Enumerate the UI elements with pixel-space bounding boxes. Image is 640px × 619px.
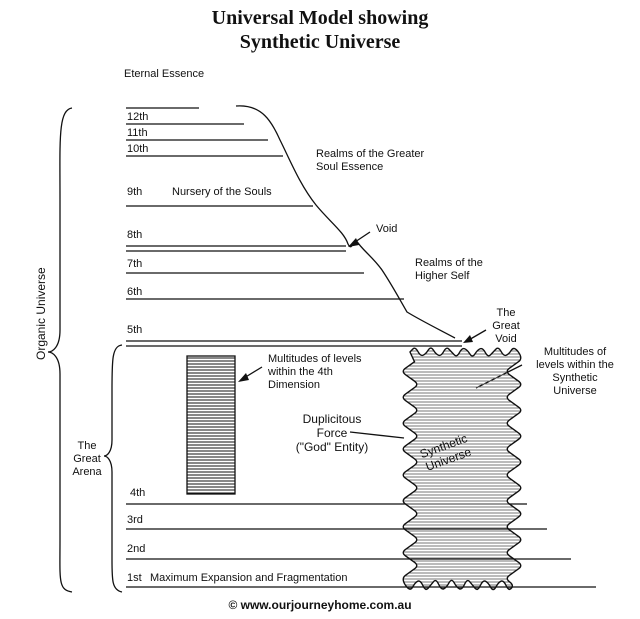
great-arena-brace (103, 344, 123, 593)
level-11th-label: 11th (127, 127, 148, 139)
organic-universe-label: Organic Universe (34, 267, 48, 360)
great-void-line-1: The (496, 307, 516, 319)
multitudes-synthetic-arrow-line (475, 364, 523, 389)
title-line-1: Universal Model showing (211, 7, 429, 29)
realms-higher-line-2: Higher Self (415, 270, 470, 282)
great-void-arrow-head (463, 335, 473, 343)
duplicitous-line-3: ("God" Entity) (295, 440, 369, 454)
synthetic-universe-hatch (403, 348, 521, 589)
multitudes-synthetic-line-4: Universe (553, 385, 597, 397)
great-arena-line-1: The (77, 440, 97, 452)
duplicitous-line-1: Duplicitous (302, 412, 362, 426)
synthetic-universe-outline (402, 347, 522, 591)
level-6th-label: 6th (127, 286, 143, 298)
level-10th-label: 10th (127, 143, 149, 155)
multitudes-4th-line-2: within the 4th (268, 366, 333, 378)
realms-greater-label: Realms of the Greater Soul Essence (316, 148, 424, 174)
duplicitous-arrow-line (349, 431, 405, 439)
great-void-label: The Great Void (486, 307, 526, 346)
level-4th-label: 4th (130, 487, 146, 499)
max-expansion-label: Maximum Expansion and Fragmentation (150, 572, 348, 584)
great-void-line-3: Void (495, 333, 517, 345)
multitudes-synthetic-line-2: levels within the (536, 359, 614, 371)
great-arena-line-3: Arena (72, 466, 102, 478)
multitudes-synthetic-label: Multitudes of levels within the Syntheti… (530, 346, 620, 398)
multitudes-4th-line-1: Multitudes of levels (268, 353, 362, 365)
level-9th-label: 9th (127, 186, 143, 198)
level-12th-label: 12th (127, 111, 149, 123)
level-2nd-label: 2nd (127, 543, 146, 555)
duplicitous-line-2: Force (316, 426, 348, 440)
void-arrow-head (348, 238, 359, 247)
level-7th-label: 7th (127, 258, 143, 270)
void-label: Void (376, 223, 398, 235)
multitudes-synthetic-line-3: Synthetic (552, 372, 598, 384)
fourth-dimension-hatch (187, 357, 235, 494)
multitudes-4th-line-3: Dimension (268, 379, 320, 391)
great-void-line-2: Great (492, 320, 520, 332)
realms-greater-line-2: Soul Essence (316, 161, 384, 173)
realms-curve (235, 105, 456, 339)
level-5th-label: 5th (127, 324, 143, 336)
organic-universe-brace (47, 107, 73, 593)
multitudes-4th-label: Multitudes of levels within the 4th Dime… (268, 353, 362, 392)
realms-higher-line-1: Realms of the (415, 257, 483, 269)
duplicitous-force-label: Duplicitous Force ("God" Entity) (282, 412, 382, 454)
realms-higher-label: Realms of the Higher Self (415, 257, 483, 283)
great-arena-line-2: Great (73, 453, 101, 465)
level-3rd-label: 3rd (127, 514, 143, 526)
copyright-label: © www.ourjourneyhome.com.au (228, 598, 412, 612)
multitudes-synthetic-line-1: Multitudes of (543, 346, 607, 358)
multitudes-4th-arrow-head (238, 373, 249, 382)
nursery-label: Nursery of the Souls (172, 186, 272, 198)
fourth-dimension-block-outline (186, 355, 236, 495)
realms-greater-line-1: Realms of the Greater (316, 148, 425, 160)
eternal-essence-label: Eternal Essence (124, 68, 205, 80)
level-1st-label: 1st (127, 572, 142, 584)
level-8th-label: 8th (127, 229, 143, 241)
great-arena-label: The Great Arena (70, 440, 104, 479)
title-line-2: Synthetic Universe (239, 31, 401, 53)
